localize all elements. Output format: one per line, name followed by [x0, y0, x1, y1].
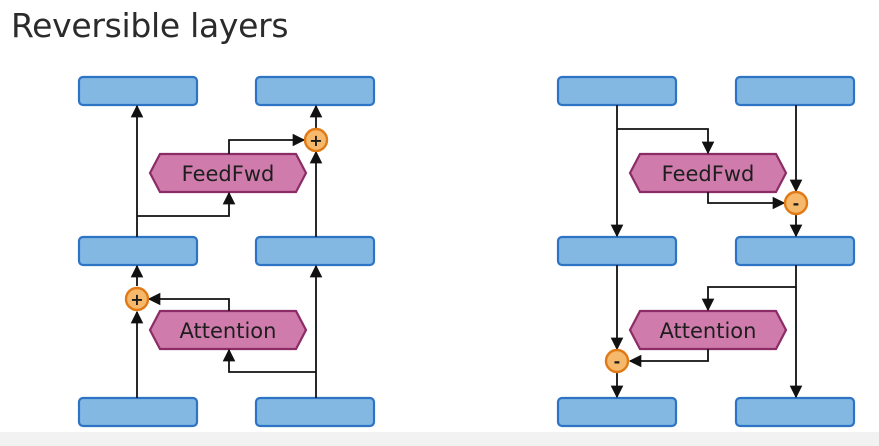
reverse-bottom-left-box: [556, 396, 678, 428]
forward-feedfwd-label: FeedFwd: [182, 162, 275, 186]
forward-diagram: FeedFwd Attention + +: [77, 75, 376, 428]
reverse-attention-label: Attention: [660, 319, 757, 343]
forward-y1-to-feedfwd-arrow: [137, 191, 236, 217]
forward-attention-block: Attention: [148, 309, 308, 351]
reverse-diagram: FeedFwd Attention - -: [556, 75, 856, 428]
forward-top-op-sign: +: [309, 131, 322, 150]
forward-feedfwd-block: FeedFwd: [148, 152, 308, 194]
forward-mid-left-box: [77, 235, 199, 267]
forward-top-add-operator: +: [303, 127, 329, 153]
reverse-bottom-subtract-operator: -: [604, 348, 630, 374]
reverse-feedfwd-label: FeedFwd: [662, 162, 755, 186]
reverse-top-op-sign: -: [793, 194, 800, 213]
forward-x2-to-attention-arrow: [222, 348, 316, 373]
forward-top-right-box: [254, 75, 376, 107]
forward-feedfwd-to-add-arrow: [228, 133, 306, 154]
reverse-mid-right-box: [734, 235, 856, 267]
reverse-top-right-box: [734, 75, 856, 107]
reverse-attention-block: Attention: [628, 309, 788, 351]
forward-bottom-op-sign: +: [130, 290, 143, 309]
reverse-top-subtract-operator: -: [783, 190, 809, 216]
bottom-strip: [0, 432, 879, 446]
forward-mid-right-box: [254, 235, 376, 267]
reverse-bottom-op-sign: -: [614, 352, 621, 371]
forward-bottom-left-box: [77, 396, 199, 428]
reverse-feedfwd-to-sub-arrow: [707, 192, 786, 210]
slide-title: Reversible layers: [11, 6, 289, 45]
forward-attention-to-add-arrow: [147, 292, 230, 311]
forward-top-left-box: [77, 75, 199, 107]
reverse-attention-to-sub-arrow: [628, 349, 709, 368]
reverse-feedfwd-block: FeedFwd: [628, 152, 788, 194]
reverse-bottom-right-box: [734, 396, 856, 428]
forward-bottom-add-operator: +: [124, 286, 150, 312]
forward-bottom-right-box: [254, 396, 376, 428]
reverse-top-left-box: [556, 75, 678, 107]
reverse-y1-to-feedfwd-arrow: [617, 128, 715, 155]
reverse-x2-to-attention-arrow: [701, 286, 796, 312]
forward-attention-label: Attention: [180, 319, 277, 343]
reverse-mid-left-box: [556, 235, 678, 267]
